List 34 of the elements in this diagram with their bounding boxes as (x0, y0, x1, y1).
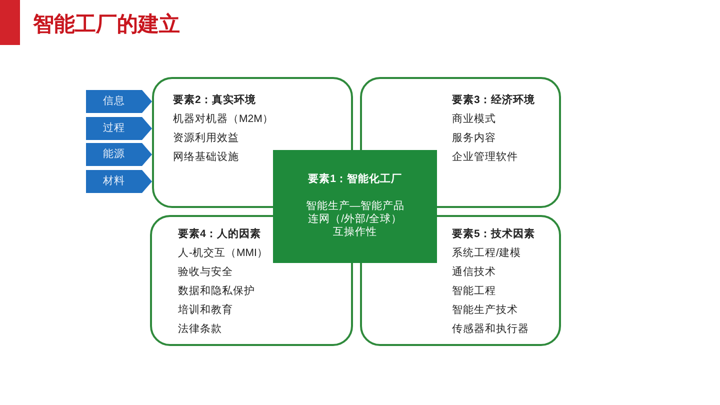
body-line: 互操作性 (333, 226, 377, 239)
arrow-tag (86, 117, 152, 140)
tag-label: 信息 (102, 94, 126, 109)
list-item: 数据和隐私保护 (178, 284, 255, 299)
list-item: 智能工程 (452, 284, 496, 299)
list-item: 智能生产技术 (452, 303, 518, 318)
list-item: 服务内容 (452, 131, 496, 146)
list-item: 传感器和执行器 (452, 322, 529, 337)
list-item: 法律条款 (178, 322, 222, 337)
list-item: 通信技术 (452, 265, 496, 280)
panel-heading: 要素3：经济环境 (452, 92, 535, 108)
list-item: 人-机交互（MMI） (178, 246, 268, 261)
body-line: 智能生产—智能产品 (306, 200, 404, 213)
arrow-tag (86, 90, 152, 113)
list-item: 验收与安全 (178, 265, 233, 280)
body-line: 连网（/外部/全球） (308, 213, 402, 226)
panel-heading: 要素4：人的因素 (178, 227, 261, 242)
panel-heading: 要素1：智能化工厂 (308, 173, 402, 186)
arrow-tag (86, 143, 152, 166)
list-item: 资源利用效益 (173, 131, 239, 146)
list-item: 系统工程/建模 (452, 246, 521, 261)
panel-heading: 要素2：真实环境 (173, 92, 256, 108)
tag-label: 过程 (102, 121, 126, 136)
tag-label: 材料 (102, 174, 126, 189)
panel-heading: 要素5：技术因素 (452, 227, 535, 242)
list-item: 商业模式 (452, 112, 496, 127)
arrow-tag (86, 170, 152, 193)
list-item: 机器对机器（M2M） (173, 112, 274, 127)
list-item: 网络基础设施 (173, 150, 239, 165)
list-item: 培训和教育 (178, 303, 233, 318)
list-item: 企业管理软件 (452, 150, 518, 165)
tag-label: 能源 (102, 147, 126, 162)
center-panel (273, 150, 437, 263)
slide-title: 智能工厂的建立 (33, 12, 180, 38)
